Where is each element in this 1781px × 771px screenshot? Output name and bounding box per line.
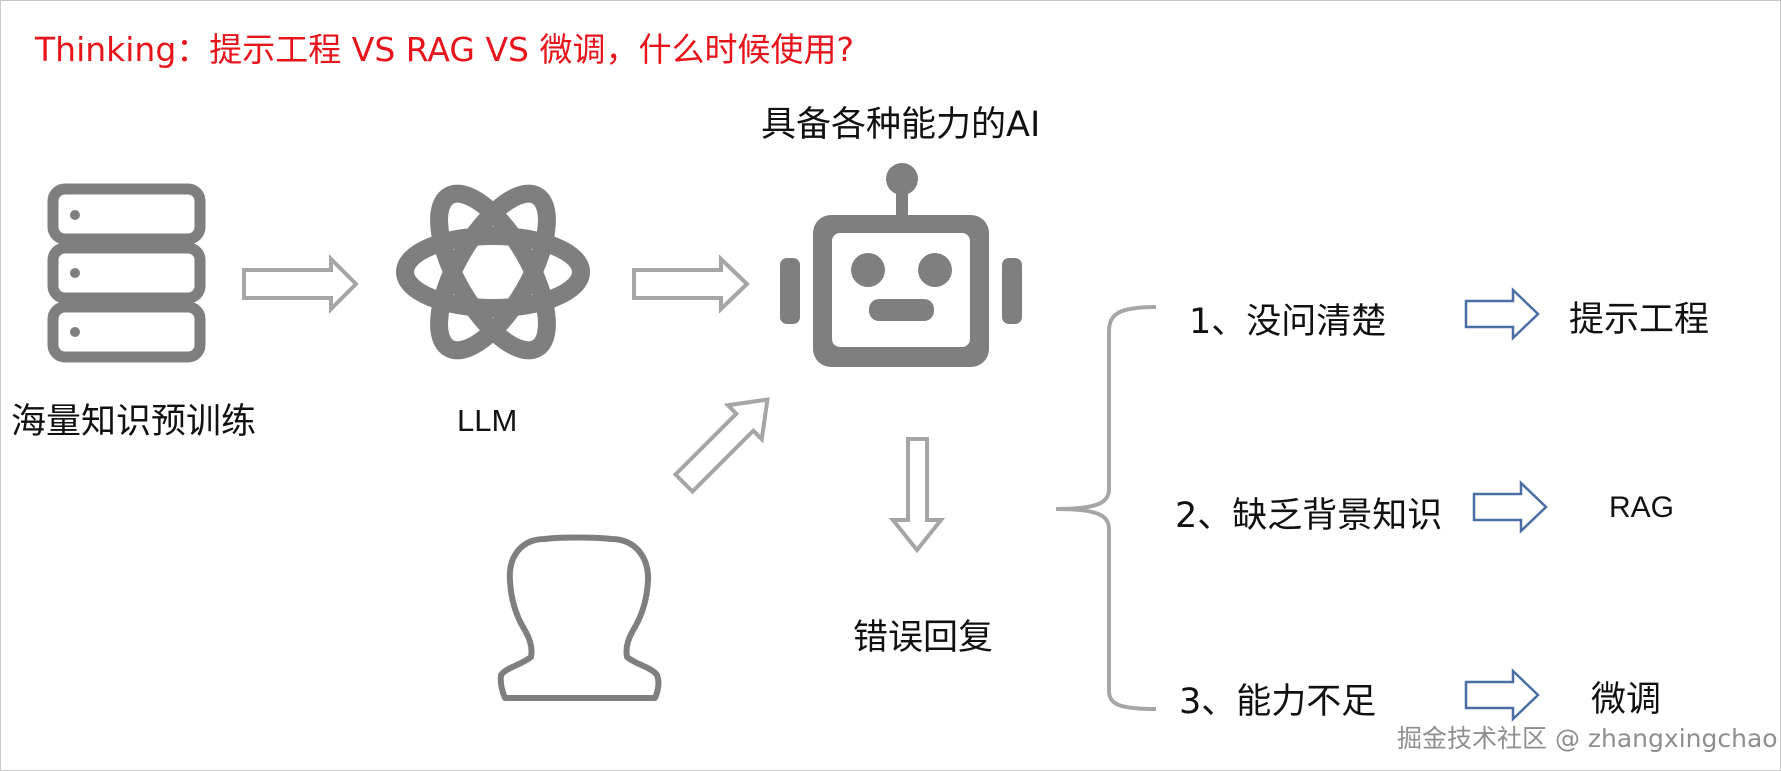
llm-label: LLM (457, 403, 518, 438)
arrow-pretrain-to-llm (242, 254, 359, 314)
watermark: 掘金技术社区 @ zhangxingchao (1397, 724, 1778, 753)
reason-label-3: 3、能力不足 (1179, 682, 1377, 722)
pretrain-label: 海量知识预训练 (11, 402, 257, 442)
solution-label-1: 提示工程 (1569, 300, 1710, 340)
arrow-solution-1 (1464, 287, 1540, 341)
arrow-ai-to-error (888, 437, 946, 554)
arrow-solution-2 (1472, 480, 1548, 534)
reason-label-2: 2、缺乏背景知识 (1175, 496, 1443, 536)
arrow-user-to-ai (672, 397, 770, 495)
ai-label: 具备各种能力的AI (761, 105, 1041, 145)
diagram-title: Thinking：提示工程 VS RAG VS 微调，什么时候使用? (35, 30, 854, 69)
error-reply-label: 错误回复 (853, 618, 994, 658)
solution-label-2: RAG (1609, 491, 1675, 524)
arrow-llm-to-ai (632, 254, 750, 314)
solution-label-3: 微调 (1591, 680, 1662, 720)
arrow-solution-3 (1464, 668, 1540, 722)
openai-logo-icon (396, 184, 590, 360)
reason-label-1: 1、没问清楚 (1189, 302, 1387, 342)
curly-brace (1055, 305, 1157, 711)
user-icon (497, 534, 662, 701)
server-icon (47, 183, 206, 363)
robot-icon (780, 163, 1022, 367)
